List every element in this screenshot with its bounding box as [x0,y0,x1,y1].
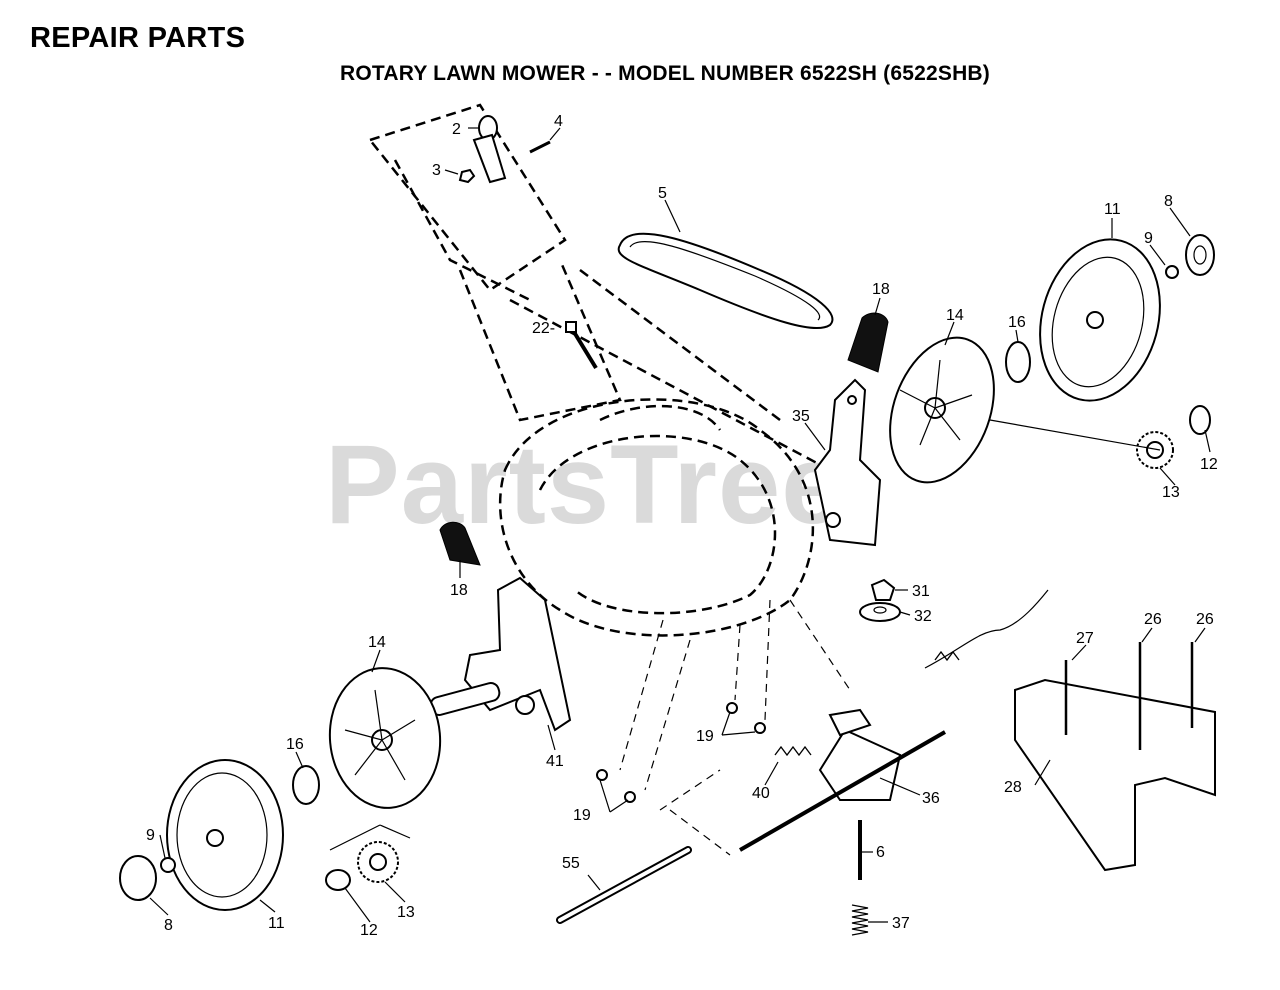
callout-9-right: 9 [1144,230,1153,247]
leader-lines [149,127,1211,923]
callout-5: 5 [658,185,667,202]
callout-18-left: 18 [450,582,468,599]
part-8-cap-left[interactable] [119,855,157,901]
part-32-pulley[interactable] [859,602,901,622]
throttle-cable[interactable] [924,589,1049,669]
part-3-nut[interactable] [458,168,476,184]
callout-26-b: 26 [1196,611,1214,628]
callout-22: 22- [532,320,555,337]
callout-28: 28 [1004,779,1022,796]
callout-8-right: 8 [1164,193,1173,210]
part-11-wheel-left[interactable] [166,759,284,911]
callout-2: 2 [452,121,461,138]
part-9-nut-right[interactable] [1165,265,1179,279]
part-12-clip-left[interactable] [325,869,351,891]
callout-14-left: 14 [368,634,386,651]
callout-19-lower: 19 [573,807,591,824]
callout-13-right: 13 [1162,484,1180,501]
part-11-wheel-right[interactable] [1023,226,1177,414]
page-title: REPAIR PARTS [30,22,246,54]
callout-16-right: 16 [1008,314,1026,331]
part-14-hubcap-left[interactable] [324,663,446,812]
callout-12-right: 12 [1200,456,1218,473]
reference-lines [329,599,851,856]
part-31-nut[interactable] [870,578,896,601]
part-8-cap-right[interactable] [1185,234,1215,276]
callout-6: 6 [876,844,885,861]
part-13-gear-right[interactable] [1136,431,1174,469]
part-12-clip-right[interactable] [1189,405,1211,435]
callout-18-top: 18 [872,281,890,298]
part-35-bracket[interactable] [813,378,882,547]
part-2-bail-knob[interactable] [472,115,507,184]
part-16-washer-right[interactable] [1005,341,1031,383]
callout-12-left: 12 [360,922,378,939]
callout-3: 3 [432,162,441,179]
part-19-nuts[interactable] [596,702,766,803]
part-16-washer-left[interactable] [292,765,320,805]
callout-32: 32 [914,608,932,625]
part-9-nut-left[interactable] [160,857,176,873]
callout-11-left: 11 [268,915,285,932]
callout-35: 35 [792,408,810,425]
callout-9-left: 9 [146,827,155,844]
callout-41: 41 [546,753,564,770]
callout-14-right: 14 [946,307,964,324]
page-subtitle: ROTARY LAWN MOWER - - MODEL NUMBER 6522S… [340,62,990,85]
callout-26-a: 26 [1144,611,1162,628]
part-18-cover-left[interactable] [439,521,481,566]
part-14-hubcap-right[interactable] [871,323,1013,497]
callout-36: 36 [922,790,940,807]
callout-31: 31 [912,583,930,600]
part-13-gear-left[interactable] [357,841,399,883]
part-41-axle-bracket[interactable] [429,576,572,732]
callout-11-right: 11 [1104,201,1121,218]
callout-27: 27 [1076,630,1094,647]
part-28-rear-cover[interactable] [1014,678,1216,872]
callout-4: 4 [554,113,563,130]
part-37-spring[interactable] [851,904,869,936]
part-22-bolt[interactable] [565,321,598,370]
part-40-spring[interactable] [774,745,812,757]
mower-outline-dashed [367,103,831,637]
callout-40: 40 [752,785,770,802]
callout-19-upper: 19 [696,728,714,745]
callout-16-left: 16 [286,736,304,753]
part-55-rod[interactable] [556,846,692,924]
part-5-v-belt[interactable] [617,232,834,329]
part-36-transmission[interactable] [739,708,946,852]
part-18-cover-top[interactable] [847,312,889,373]
callout-37: 37 [892,915,910,932]
callout-55: 55 [562,855,580,872]
part-4-bolt[interactable] [529,140,551,154]
callout-8-left: 8 [164,917,173,934]
callout-13-left: 13 [397,904,415,921]
